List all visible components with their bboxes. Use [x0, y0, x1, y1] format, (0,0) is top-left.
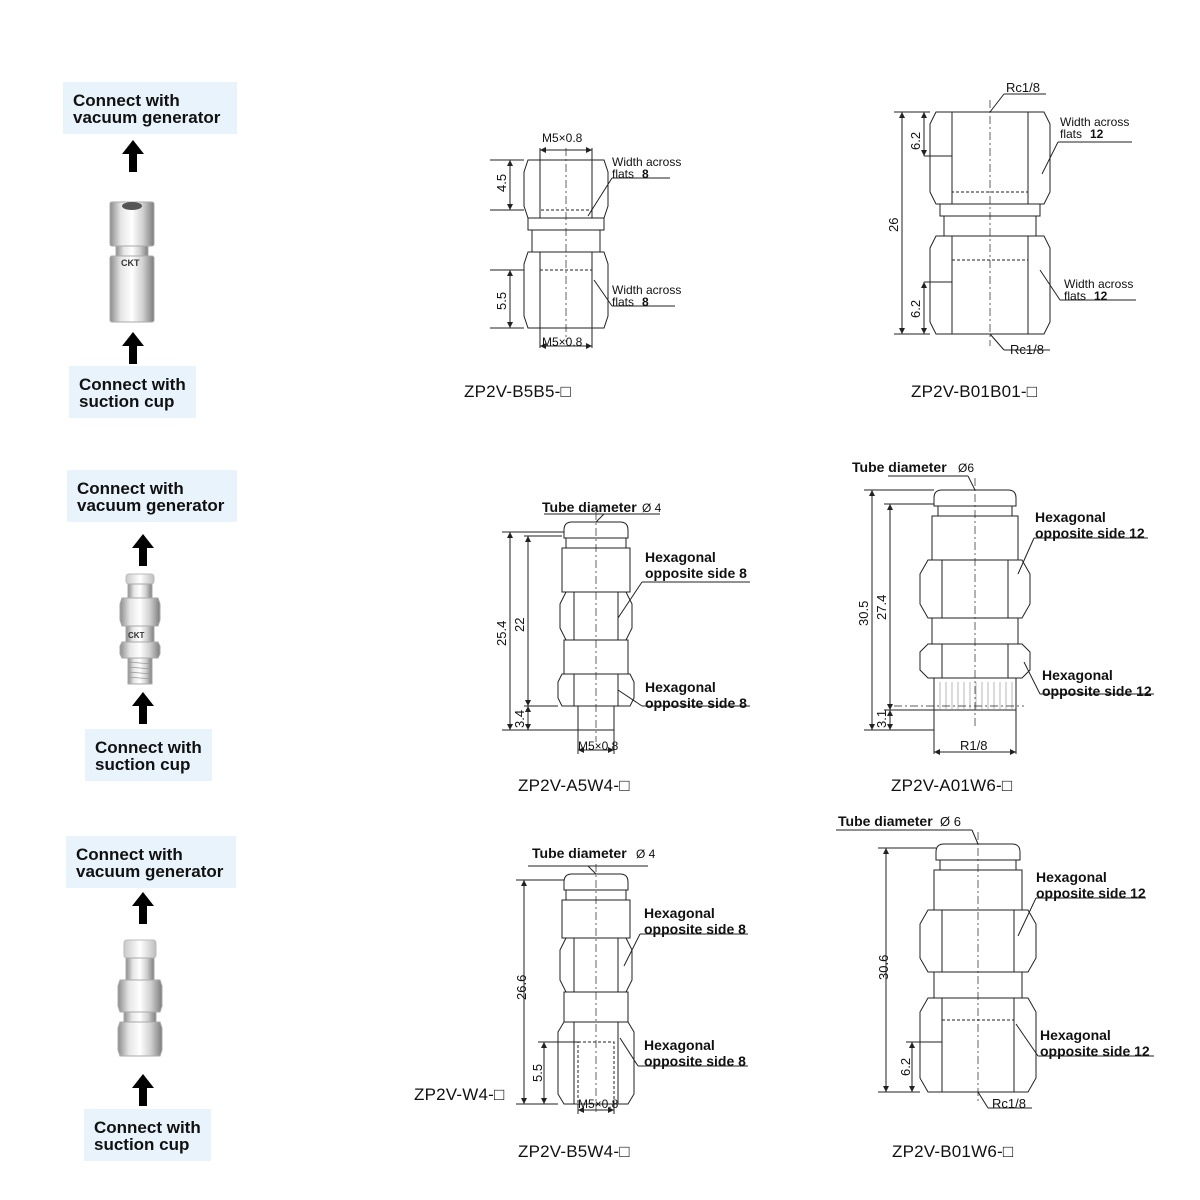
- row1-product-photo: CKT: [109, 201, 155, 323]
- drawing-zp2v-b5w4: Tube diameter Ø 4 Hexagonal opposite sid…: [514, 845, 748, 1114]
- hex-lower-line1: Hexagonal: [1040, 1027, 1111, 1043]
- caption-zp2v-b5w4: ZP2V-B5W4-□: [518, 1142, 630, 1161]
- hex-lower-line2: opposite side 8: [644, 1053, 746, 1069]
- dim-total: 26: [886, 218, 901, 232]
- row2-product-photo: CKT: [119, 573, 161, 685]
- upper-flats-value: 8: [642, 167, 649, 181]
- arrow-up-icon: [132, 692, 154, 724]
- dim-upper: 6.2: [908, 132, 923, 150]
- hex-lower-line1: Hexagonal: [644, 1037, 715, 1053]
- bottom-thread-label: R1/8: [960, 738, 987, 753]
- dim-mid: 22: [512, 618, 527, 632]
- dim-total: 26.6: [514, 975, 529, 1000]
- hex-upper-line2: opposite side 12: [1036, 885, 1146, 901]
- arrow-up-icon: [122, 140, 144, 172]
- hex-upper-line2: opposite side 12: [1035, 525, 1145, 541]
- drawing-zp2v-b01b01: Rc1/8 Rc1/8 26 6.2 6.2 Width across flat…: [886, 80, 1136, 357]
- dim-thread: 3.4: [512, 710, 527, 728]
- caption-zp2v-b01w6: ZP2V-B01W6-□: [892, 1142, 1014, 1161]
- row3-suction-cup-label: Connect with suction cup: [84, 1109, 211, 1161]
- tube-diameter-value: Ø 4: [642, 501, 662, 515]
- row1-vacuum-generator-label: Connect with vacuum generator: [63, 82, 237, 134]
- hex-upper-line2: opposite side 8: [644, 921, 746, 937]
- dim-lower: 5.5: [494, 292, 509, 310]
- row3-vacuum-generator-label: Connect with vacuum generator: [66, 836, 236, 888]
- hex-lower-line2: opposite side 12: [1040, 1043, 1150, 1059]
- tube-diameter-label: Tube diameter: [852, 459, 947, 475]
- bottom-thread-label: M5×0.8: [542, 335, 583, 349]
- tube-diameter-label: Tube diameter: [838, 813, 933, 829]
- arrow-up-icon: [132, 1074, 154, 1106]
- drawing-zp2v-a01w6: Tube diameter Ø6 Hexagonal opposite side…: [852, 459, 1154, 755]
- drawing-zp2v-a5w4: Tube diameter Ø 4 Hexagonal opposite sid…: [494, 499, 750, 754]
- upper-flats-value: 12: [1090, 127, 1104, 141]
- upper-flats-line1: Width across: [1060, 115, 1129, 129]
- upper-flats-line1: Width across: [612, 155, 681, 169]
- upper-flats-line2: flats: [1060, 127, 1082, 141]
- row2-vacuum-generator-label: Connect with vacuum generator: [67, 470, 237, 522]
- arrow-up-icon: [122, 332, 144, 364]
- row2-suction-cup-label: Connect with suction cup: [85, 729, 212, 781]
- drawing-zp2v-b5b5: M5×0.8 M5×0.8 4.5 5.5 Width across flats…: [490, 131, 681, 349]
- dim-total: 25.4: [494, 621, 509, 646]
- bottom-thread-label: Rc1/8: [1010, 342, 1044, 357]
- caption-zp2v-a01w6: ZP2V-A01W6-□: [891, 776, 1013, 795]
- dim-thread: 3.1: [874, 710, 889, 728]
- top-thread-label: M5×0.8: [542, 131, 583, 145]
- lower-flats-line1: Width across: [1064, 277, 1133, 291]
- row1-brand-mark: CKT: [121, 258, 140, 268]
- dim-lower: 6.2: [898, 1058, 913, 1076]
- row1-suction-cup-label: Connect with suction cup: [69, 366, 196, 418]
- dim-lower: 6.2: [908, 300, 923, 318]
- bottom-thread-label: M5×0.8: [578, 739, 619, 753]
- arrow-up-icon: [132, 892, 154, 924]
- hex-upper-line1: Hexagonal: [1035, 509, 1106, 525]
- hex-upper-line1: Hexagonal: [644, 905, 715, 921]
- bottom-thread-label: Rc1/8: [992, 1096, 1026, 1111]
- bottom-thread-label: M5×0.8: [578, 1097, 619, 1111]
- upper-flats-line2: flats: [612, 167, 634, 181]
- row3-product-photo: [117, 939, 163, 1057]
- dim-mid: 27.4: [874, 595, 889, 620]
- row2-brand-mark: CKT: [128, 631, 145, 640]
- dim-lower: 5.5: [530, 1064, 545, 1082]
- hex-upper-line1: Hexagonal: [645, 549, 716, 565]
- caption-zp2v-w4: ZP2V-W4-□: [414, 1085, 505, 1104]
- lower-flats-value: 8: [642, 295, 649, 309]
- arrow-up-icon: [132, 534, 154, 566]
- tube-diameter-value: Ø6: [958, 461, 974, 475]
- hex-lower-line1: Hexagonal: [645, 679, 716, 695]
- drawing-zp2v-b01w6: Tube diameter Ø 6 Hexagonal opposite sid…: [836, 813, 1154, 1111]
- lower-flats-line1: Width across: [612, 283, 681, 297]
- hex-upper-line2: opposite side 8: [645, 565, 747, 581]
- lower-flats-line2: flats: [612, 295, 634, 309]
- hex-upper-line1: Hexagonal: [1036, 869, 1107, 885]
- hex-lower-line2: opposite side 8: [645, 695, 747, 711]
- top-thread-label: Rc1/8: [1006, 80, 1040, 95]
- caption-zp2v-b01b01: ZP2V-B01B01-□: [911, 382, 1038, 401]
- lower-flats-value: 12: [1094, 289, 1108, 303]
- dim-total: 30.6: [876, 955, 891, 980]
- caption-zp2v-b5b5: ZP2V-B5B5-□: [464, 382, 571, 401]
- tube-diameter-label: Tube diameter: [532, 845, 627, 861]
- dim-upper: 4.5: [494, 174, 509, 192]
- hex-lower-line1: Hexagonal: [1042, 667, 1113, 683]
- dim-total: 30.5: [856, 601, 871, 626]
- tube-diameter-value: Ø 6: [940, 814, 961, 829]
- tube-diameter-label: Tube diameter: [542, 499, 637, 515]
- tube-diameter-value: Ø 4: [636, 847, 656, 861]
- hex-lower-line2: opposite side 12: [1042, 683, 1152, 699]
- caption-zp2v-a5w4: ZP2V-A5W4-□: [518, 776, 630, 795]
- lower-flats-line2: flats: [1064, 289, 1086, 303]
